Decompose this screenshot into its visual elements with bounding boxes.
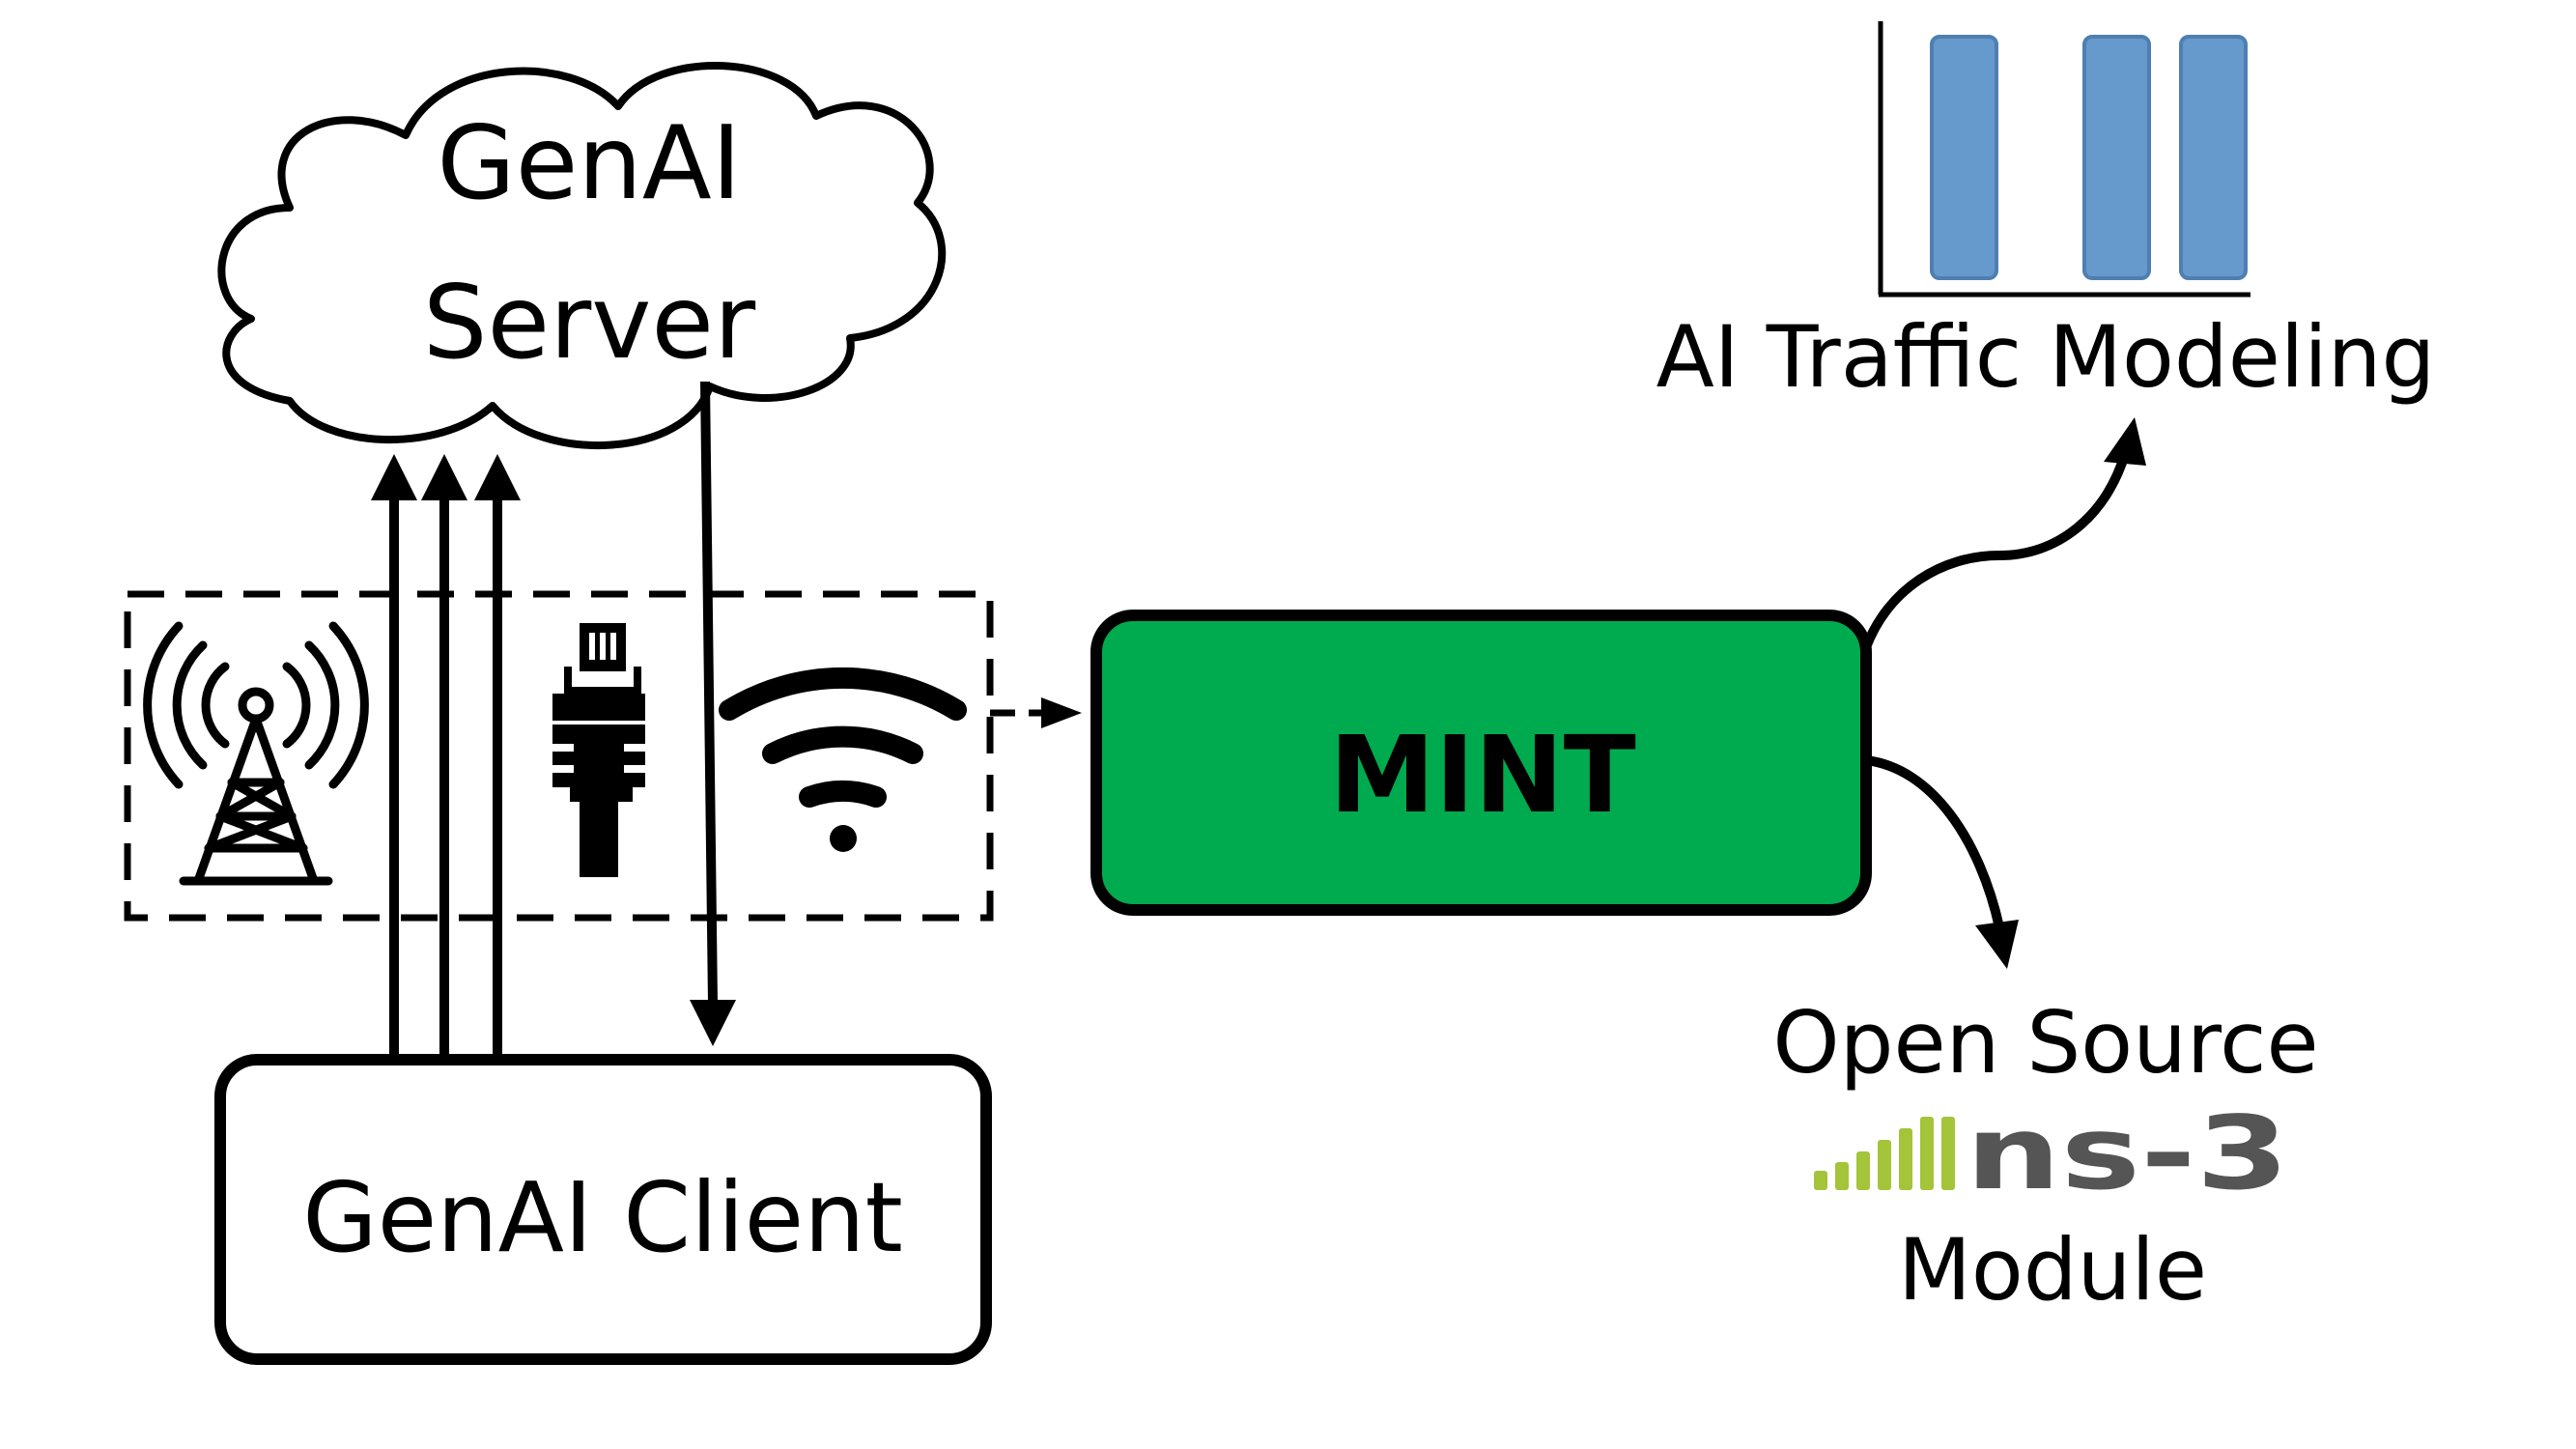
- ns3-module-label: Module: [1898, 1220, 2207, 1320]
- traffic-modeling-chart-icon: AI Traffic Modeling: [1656, 21, 2436, 407]
- server-label-line2: Server: [423, 264, 756, 382]
- genai-client-box: GenAI Client: [214, 1054, 992, 1365]
- ns3-signal-icon: [1814, 1117, 1955, 1190]
- access-network-box: [124, 590, 994, 922]
- genai-server-cloud: GenAI Server: [217, 61, 947, 450]
- ns3-arrow: [1865, 755, 2019, 969]
- capture-arrow: [990, 697, 1082, 728]
- server-label-line1: GenAI: [437, 104, 741, 222]
- ns3-open-source-label: Open Source: [1772, 993, 2318, 1093]
- client-label: GenAI Client: [302, 1161, 903, 1274]
- modeling-arrow: [1861, 417, 2146, 649]
- ns3-logo: ns-3: [1814, 1094, 2289, 1212]
- uplink-arrows: [371, 454, 521, 1058]
- traffic-modeling-label: AI Traffic Modeling: [1656, 307, 2436, 407]
- mint-box: MINT: [1090, 610, 1872, 916]
- downlink-arrow: [690, 381, 736, 1046]
- mint-label: MINT: [1329, 713, 1636, 837]
- ethernet-plug-icon: [552, 623, 645, 877]
- ns3-module: Open Source ns-3 Module: [1772, 993, 2318, 1320]
- ns3-logo-text: ns-3: [1966, 1094, 2289, 1212]
- cell-tower-icon: [143, 621, 369, 886]
- wifi-icon: [719, 667, 967, 852]
